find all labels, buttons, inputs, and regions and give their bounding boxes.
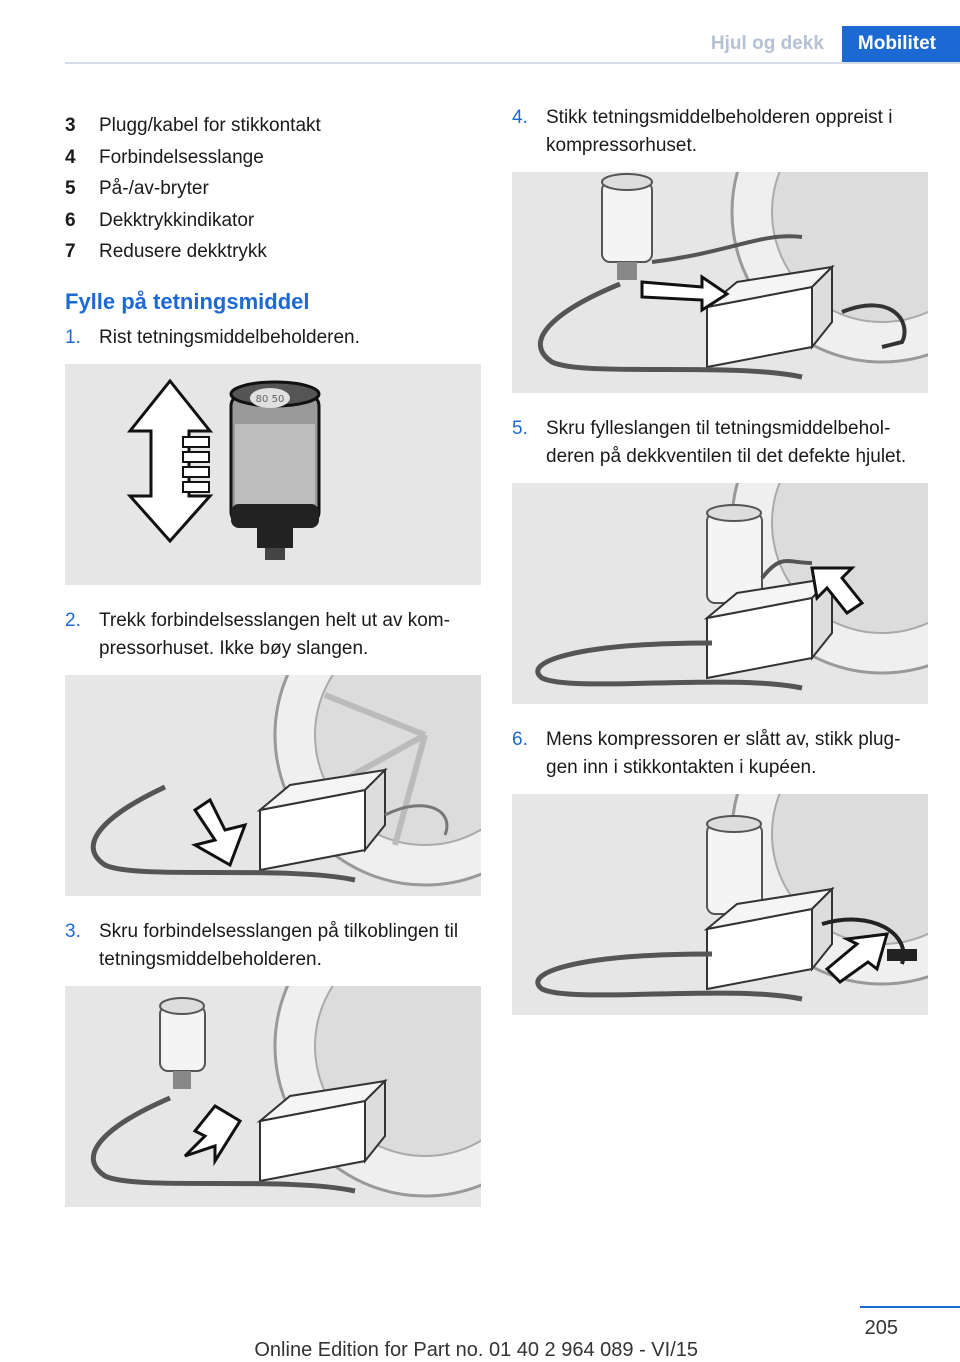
step-text: Trekk forbindelsesslangen helt ut av kom… xyxy=(99,609,450,659)
arrow-icon xyxy=(183,1103,243,1166)
header-divider xyxy=(65,62,960,64)
legend-item: 7 Redusere dekktrykk xyxy=(65,236,481,268)
insert-bottle-illustration xyxy=(538,172,928,380)
page-number: 205 xyxy=(864,1317,898,1339)
legend-text: På-/av-bryter xyxy=(99,178,209,199)
illustration-connect-hose xyxy=(65,985,481,1207)
tab-mobilitet[interactable]: Mobilitet xyxy=(841,26,960,62)
plug-in-illustration xyxy=(535,794,928,1002)
legend-item: 5 På-/av-bryter xyxy=(65,173,481,205)
illustration-shake-bottle: 80 50 xyxy=(65,363,481,585)
right-column: 4. Stikk tetningsmiddelbeholderen opprei… xyxy=(512,104,928,1037)
compressor-hose-illustration xyxy=(90,674,481,886)
footer-edition-note: Online Edition for Part no. 01 40 2 964 … xyxy=(254,1339,698,1361)
screw-valve-illustration xyxy=(535,483,928,691)
step-text: Rist tetningsmiddelbeholderen. xyxy=(99,326,360,348)
tab-hjul-og-dekk[interactable]: Hjul og dekk xyxy=(710,33,824,54)
illustration-plug-in xyxy=(512,794,928,1015)
legend-item: 3 Plugg/kabel for stikkontakt xyxy=(65,110,481,142)
step-text: Mens kompressoren er slått av, stikk plu… xyxy=(546,729,901,778)
plug-icon xyxy=(887,949,917,961)
step-number: 1. xyxy=(65,326,81,348)
illustration-insert-bottle xyxy=(512,172,928,393)
legend-item: 6 Dekktrykkindikator xyxy=(65,205,481,237)
step-number: 6. xyxy=(512,729,528,750)
step-text: Stikk tetningsmiddelbeholderen oppreist … xyxy=(546,107,893,156)
legend-text: Plugg/kabel for stikkontakt xyxy=(99,115,321,136)
sealant-bottle-icon xyxy=(159,1004,206,1072)
legend-list: 3 Plugg/kabel for stikkontakt 4 Forbinde… xyxy=(65,110,481,268)
step-text: Skru forbindelsesslangen på tilkoblingen… xyxy=(99,920,459,970)
shake-bottle-illustration: 80 50 xyxy=(126,378,321,560)
legend-text: Dekktrykkindikator xyxy=(99,209,255,231)
illustration-screw-valve xyxy=(512,483,928,704)
legend-text: Redusere dekktrykk xyxy=(99,241,267,262)
legend-number: 3 xyxy=(65,115,76,136)
legend-item: 4 Forbindelsesslange xyxy=(65,142,481,174)
step-number: 4. xyxy=(512,107,528,128)
arrow-icon xyxy=(191,797,248,867)
legend-number: 5 xyxy=(65,178,76,199)
legend-number: 6 xyxy=(65,209,76,231)
sealant-bottle-icon xyxy=(601,181,653,263)
step-number: 2. xyxy=(65,609,81,631)
legend-text: Forbindelsesslange xyxy=(99,146,264,168)
illustration-pull-hose xyxy=(65,674,481,896)
section-title: Fylle på tetningsmiddel xyxy=(65,288,310,314)
step-2: 2. Trekk forbindelsesslangen helt ut av … xyxy=(65,607,481,663)
step-1: 1. Rist tetningsmiddelbeholderen. xyxy=(65,324,481,352)
connect-hose-illustration xyxy=(91,985,481,1197)
legend-number: 7 xyxy=(65,241,76,262)
step-5: 5. Skru fylleslangen til tetningsmiddelb… xyxy=(512,415,928,471)
left-column: 3 Plugg/kabel for stikkontakt 4 Forbinde… xyxy=(65,110,481,1229)
svg-text:80 50: 80 50 xyxy=(256,394,285,405)
arrow-icon xyxy=(824,932,890,984)
step-6: 6. Mens kompressoren er slått av, stikk … xyxy=(512,726,928,782)
step-number: 3. xyxy=(65,920,81,942)
footer-divider xyxy=(860,1306,960,1308)
step-4: 4. Stikk tetningsmiddelbeholderen opprei… xyxy=(512,104,928,160)
step-3: 3. Skru forbindelsesslangen på tilkoblin… xyxy=(65,918,481,974)
arrow-icon xyxy=(640,274,730,313)
legend-number: 4 xyxy=(65,146,76,168)
step-number: 5. xyxy=(512,418,528,439)
step-text: Skru fylleslangen til tetningsmiddelbeho… xyxy=(546,418,907,467)
header-tabs: Hjul og dekk Mobilitet xyxy=(693,26,960,62)
arrow-icon xyxy=(810,566,865,616)
